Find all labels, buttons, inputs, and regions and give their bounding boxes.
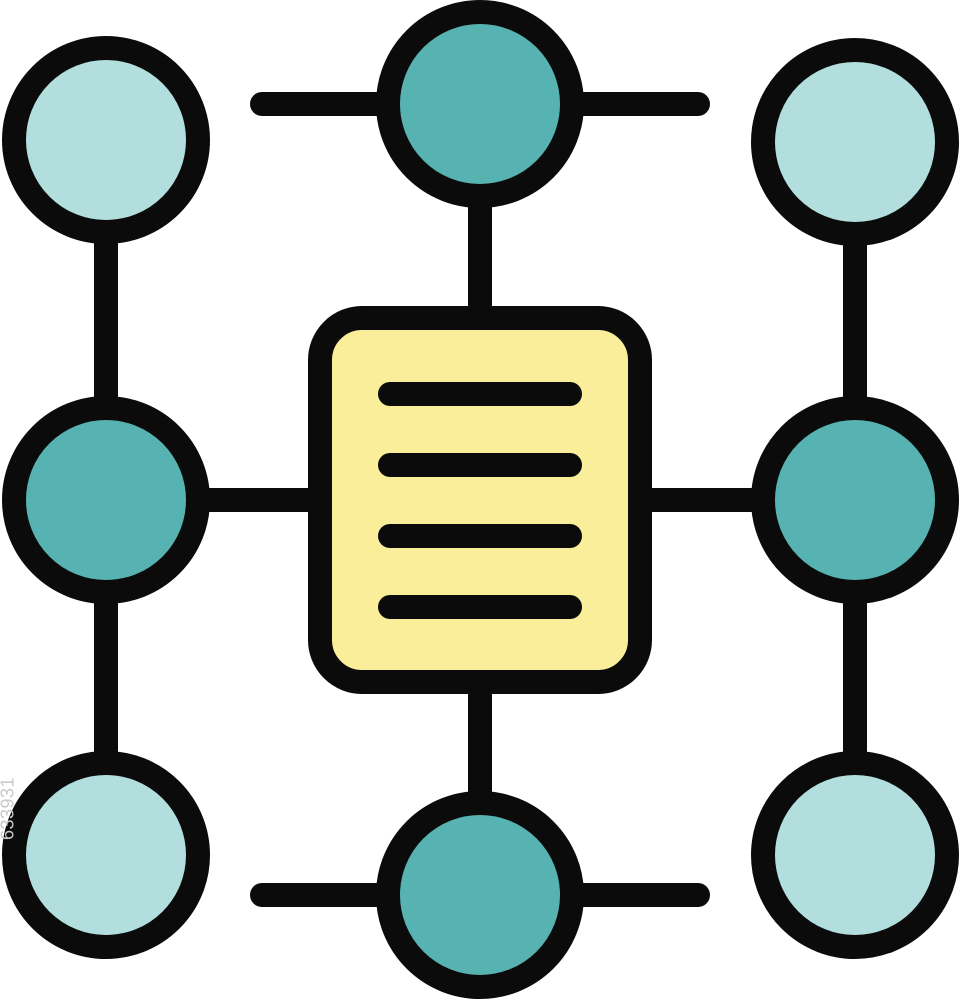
document-text-lines xyxy=(378,382,582,619)
node-bottom-right xyxy=(751,751,959,959)
document-icon xyxy=(308,306,652,694)
node-top-left xyxy=(2,36,210,244)
node-bottom-center xyxy=(376,791,584,999)
node-top-right xyxy=(751,38,959,246)
node-bottom-left xyxy=(2,751,210,959)
document-page xyxy=(308,306,652,694)
node-middle-right xyxy=(751,396,959,604)
node-middle-left xyxy=(2,396,210,604)
node-top-center xyxy=(376,0,584,208)
